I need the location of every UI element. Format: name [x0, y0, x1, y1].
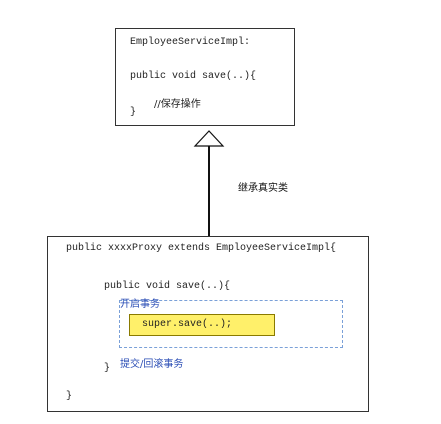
- open-transaction-label: 开启事务: [120, 299, 160, 310]
- inheritance-arrow-head: [193, 130, 225, 147]
- proxy-class-close-brace: }: [66, 391, 73, 402]
- base-method-close-brace: }: [130, 107, 137, 118]
- proxy-class-declaration: public xxxxProxy extends EmployeeService…: [66, 243, 337, 254]
- base-class-box: EmployeeServiceImpl: public void save(..…: [115, 28, 295, 126]
- inheritance-label: 继承真实类: [238, 183, 288, 194]
- proxy-method-close-brace: }: [104, 363, 111, 374]
- base-method-signature: public void save(..){: [130, 71, 257, 82]
- base-method-comment: //保存操作: [154, 99, 201, 110]
- commit-transaction-label: 提交/回滚事务: [120, 359, 184, 370]
- super-call-text: super.save(..);: [142, 319, 233, 330]
- transaction-dashed-region: [119, 300, 343, 348]
- proxy-method-signature: public void save(..){: [104, 281, 231, 292]
- proxy-class-box: public xxxxProxy extends EmployeeService…: [47, 236, 369, 412]
- super-call-highlight: super.save(..);: [129, 314, 275, 336]
- base-class-title: EmployeeServiceImpl:: [130, 37, 251, 48]
